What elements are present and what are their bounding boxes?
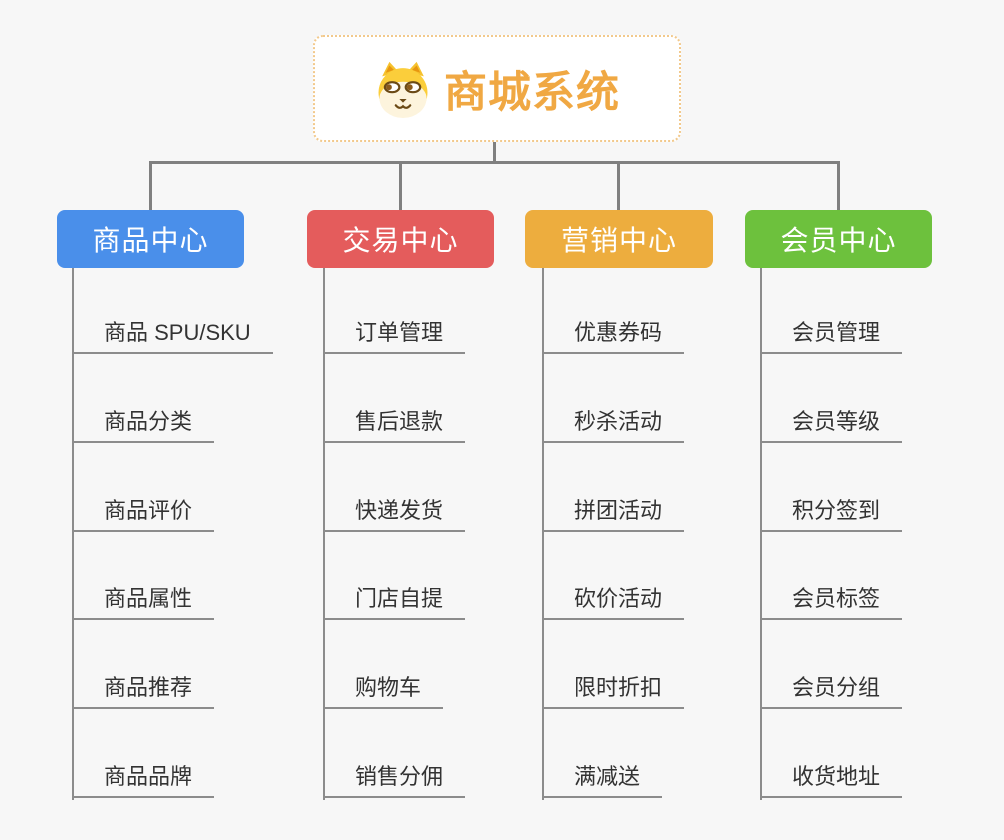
leaf-item[interactable]: 积分签到 (760, 496, 903, 532)
leaf-item[interactable]: 门店自提 (323, 584, 466, 620)
leaf-item[interactable]: 商品推荐 (72, 673, 215, 709)
connector-drop-marketing (617, 161, 620, 210)
leaf-item[interactable]: 会员标签 (760, 584, 903, 620)
leaf-item[interactable]: 收货地址 (760, 762, 903, 798)
leaf-item[interactable]: 拼团活动 (542, 496, 685, 532)
leaf-item[interactable]: 满减送 (542, 762, 663, 798)
column-line-marketing (542, 268, 544, 800)
leaf-item[interactable]: 优惠券码 (542, 318, 685, 354)
branch-trade-center[interactable]: 交易中心 (307, 210, 494, 268)
leaf-item[interactable]: 限时折扣 (542, 673, 685, 709)
connector-trunk (149, 161, 840, 164)
leaf-item[interactable]: 购物车 (323, 673, 444, 709)
leaf-item[interactable]: 销售分佣 (323, 762, 466, 798)
column-line-product (72, 268, 74, 800)
leaf-item[interactable]: 商品 SPU/SKU (72, 318, 273, 354)
leaf-item[interactable]: 售后退款 (323, 407, 466, 443)
connector-drop-member (837, 161, 840, 210)
branch-member-center[interactable]: 会员中心 (745, 210, 932, 268)
connector-drop-trade (399, 161, 402, 210)
branch-label: 会员中心 (780, 225, 897, 256)
branch-label: 交易中心 (342, 225, 459, 256)
leaf-item[interactable]: 商品分类 (72, 407, 215, 443)
leaf-item[interactable]: 快递发货 (323, 496, 466, 532)
connector-drop-product (149, 161, 152, 210)
leaf-item[interactable]: 砍价活动 (542, 584, 685, 620)
leaf-item[interactable]: 会员管理 (760, 318, 903, 354)
root-node[interactable]: 商城系统 (313, 35, 681, 142)
leaf-item[interactable]: 会员等级 (760, 407, 903, 443)
dog-face-icon (378, 61, 428, 118)
branch-label: 商品中心 (92, 225, 209, 256)
branch-marketing-center[interactable]: 营销中心 (525, 210, 713, 268)
column-line-trade (323, 268, 325, 800)
leaf-item[interactable]: 商品属性 (72, 584, 215, 620)
root-title: 商城系统 (444, 68, 620, 117)
connector-root-stub (493, 138, 496, 164)
branch-label: 营销中心 (560, 225, 677, 256)
column-line-member (760, 268, 762, 800)
branch-product-center[interactable]: 商品中心 (57, 210, 244, 268)
leaf-item[interactable]: 会员分组 (760, 673, 903, 709)
leaf-item[interactable]: 秒杀活动 (542, 407, 685, 443)
leaf-item[interactable]: 商品品牌 (72, 762, 215, 798)
leaf-item[interactable]: 订单管理 (323, 318, 466, 354)
leaf-item[interactable]: 商品评价 (72, 496, 215, 532)
